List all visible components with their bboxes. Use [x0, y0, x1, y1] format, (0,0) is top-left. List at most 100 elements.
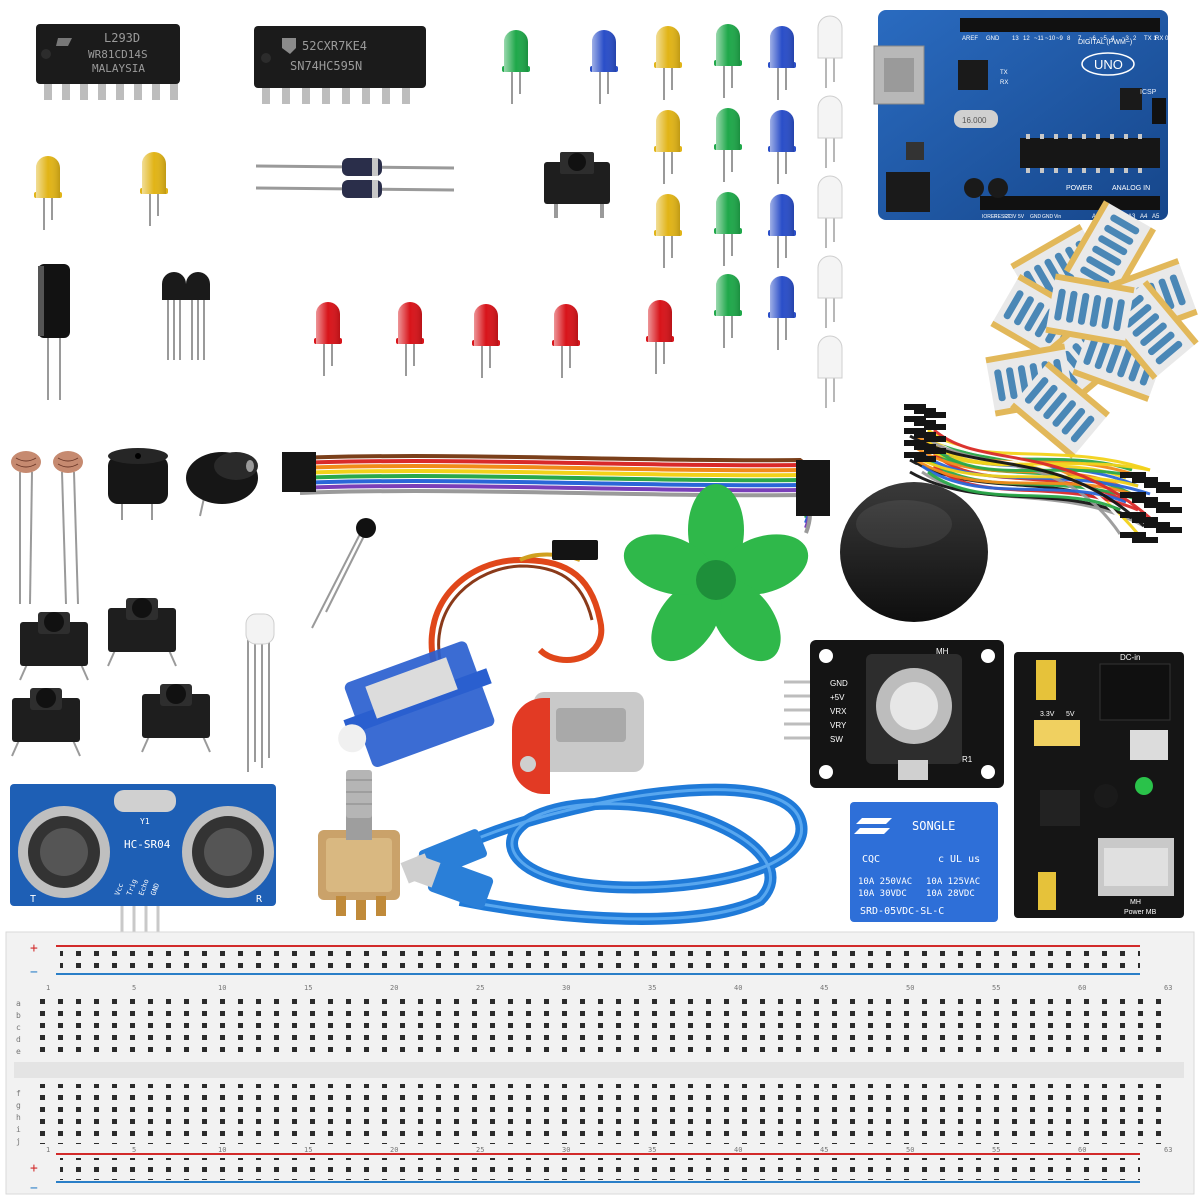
led-group [34, 15, 843, 408]
relay-brand: SONGLE [912, 819, 955, 833]
led-green-9 [714, 192, 742, 266]
tactile-button-1 [107, 598, 177, 667]
power-dc-in-label: DC-in [1120, 653, 1140, 662]
thermistor [311, 518, 376, 629]
digital-pin-label: ~11 [1034, 36, 1044, 42]
sensor-pin-label: Vcc [113, 882, 125, 897]
breadboard-col-number: 40 [734, 984, 742, 992]
breadboard-col-number: 60 [1078, 1146, 1086, 1154]
breadboard-col-number: 55 [992, 984, 1000, 992]
tactile-button-small [544, 152, 610, 218]
breadboard-row-label: e [16, 1047, 21, 1056]
analog-pin-label: A5 [1152, 214, 1160, 220]
led-clear-4 [817, 335, 843, 408]
power-switch [1130, 730, 1168, 760]
reset-button [906, 142, 924, 160]
icsp-label: ICSP [1140, 89, 1157, 96]
breadboard-col-number: 60 [1078, 984, 1086, 992]
aref-label: AREF [962, 36, 978, 42]
led-clear-2 [817, 175, 843, 248]
led-red-19 [646, 300, 674, 374]
breadboard-col-number: 35 [648, 984, 656, 992]
digital-pin-label: ~9 [1056, 36, 1064, 42]
breadboard-row-label: b [16, 1011, 21, 1020]
chip2-line1: 52CXR7KE4 [302, 39, 367, 53]
rail-plus-bottom: + [30, 1161, 38, 1176]
rail-minus-bottom: − [30, 1181, 38, 1196]
breadboard-col-number: 15 [304, 984, 312, 992]
power-pin-label: 5V [1018, 214, 1025, 220]
fan-blade [718, 534, 809, 595]
ic-chip-74hc595: 52CXR7KE4 SN74HC595N [254, 26, 426, 104]
chip1-line2: WR81CD14S [88, 48, 148, 61]
rx-label: RX [1000, 80, 1008, 86]
ribbon-connector-left [282, 452, 316, 492]
photoresistor-pair [11, 451, 83, 605]
breadboard-col-number: 45 [820, 1146, 828, 1154]
breadboard-col-number: 50 [906, 1146, 914, 1154]
breadboard-row-label: a [16, 999, 21, 1008]
breadboard-col-number: 10 [218, 1146, 226, 1154]
sensor-y1: Y1 [140, 817, 150, 826]
breadboard-row-label: d [16, 1035, 21, 1044]
analog-pin-label: A4 [1140, 214, 1148, 220]
breadboard-col-number: 50 [906, 984, 914, 992]
fan-blade [623, 534, 714, 595]
power-pin-label: 3.3V [1006, 214, 1017, 220]
breadboard-row-label: c [16, 1023, 21, 1032]
power-voltage-label: 3.3V [1040, 711, 1055, 718]
led-yellow-2 [654, 26, 682, 100]
led-blue-4 [768, 26, 796, 100]
transistor-pair [162, 272, 210, 360]
resistor-strip-9 [1010, 361, 1110, 459]
buzzer-active [108, 448, 168, 520]
dc-barrel-jack [1099, 663, 1171, 721]
breadboard-col-number: 25 [476, 1146, 484, 1154]
micro-servo [338, 540, 605, 768]
power-label: POWER [1066, 185, 1092, 192]
led-yellow-14 [140, 152, 168, 226]
digital-pin-label: 7 [1078, 36, 1082, 42]
jumper-wire-bundle [904, 404, 1182, 543]
ic-chip-l293d: L293D WR81CD14S MALAYSIA [36, 24, 180, 100]
resistor-strip-8 [1045, 273, 1135, 347]
chip1-line3: MALAYSIA [92, 62, 145, 75]
joystick-pin-label: VRX [830, 707, 847, 716]
breadboard-col-number: 20 [390, 1146, 398, 1154]
power-pin-label: IOREF [982, 214, 997, 220]
fan-blade [651, 579, 722, 662]
power-pin-label: GND [1042, 214, 1054, 220]
digital-pin-label: TX 1 [1144, 36, 1157, 42]
sensor-r-label: R [256, 894, 263, 905]
sensor-model: HC-SR04 [124, 838, 171, 851]
power-pin-label: Vin [1054, 214, 1061, 220]
breadboard-col-number: 35 [648, 1146, 656, 1154]
analog-label: ANALOG IN [1112, 185, 1150, 192]
power-pin-label: GND [1030, 214, 1042, 220]
led-green-0 [502, 30, 530, 104]
digital-label: DIGITAL (PWM~) [1078, 39, 1132, 46]
buzzer-passive [186, 452, 258, 517]
chip1-line1: L293D [104, 31, 140, 45]
joystick-pin-label: VRY [830, 721, 847, 730]
breadboard-col-number: 1 [46, 1146, 50, 1154]
led-green-6 [714, 108, 742, 182]
digital-pin-label: ~6 [1089, 36, 1097, 42]
dc-jack [886, 172, 930, 212]
breadboard-col-number: 55 [992, 1146, 1000, 1154]
rgb-led [245, 613, 275, 772]
crystal-label: 16.000 [962, 116, 987, 125]
breadboard: + − + − abcdefghij1155101015152020252530… [5, 931, 1195, 1196]
tactile-button-0 [19, 612, 89, 681]
tactile-button-3 [141, 684, 211, 753]
breadboard-labels: abcdefghij115510101515202025253030353540… [16, 984, 1172, 1154]
led-red-17 [472, 304, 500, 378]
led-blue-7 [768, 110, 796, 184]
songle-logo-icon [854, 818, 892, 834]
breadboard-row-label: i [16, 1125, 21, 1134]
joystick-pin-label: SW [830, 735, 843, 744]
